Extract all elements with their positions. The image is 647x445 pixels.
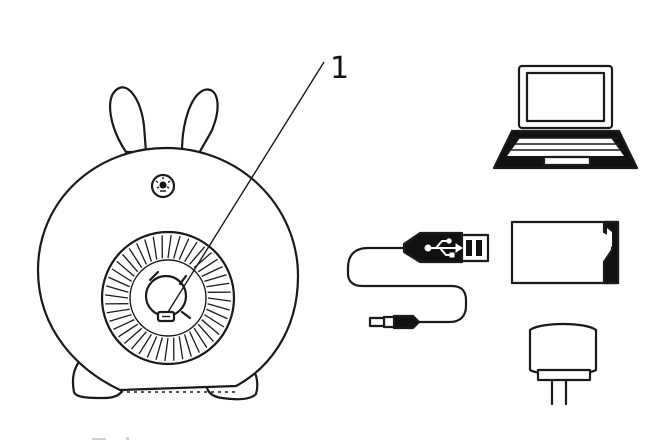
usb-cable bbox=[346, 231, 490, 330]
vent-slot bbox=[155, 337, 163, 361]
vent-slot bbox=[130, 331, 147, 350]
callout-1: 1 bbox=[167, 51, 349, 313]
vent-grille bbox=[100, 230, 236, 366]
vent-slot bbox=[122, 253, 139, 273]
vent-slot bbox=[138, 334, 152, 355]
vent-slot bbox=[167, 234, 172, 259]
laptop-icon bbox=[492, 64, 639, 170]
vent-slot bbox=[146, 336, 158, 358]
callout-number: 1 bbox=[330, 51, 349, 86]
vent-slot bbox=[123, 327, 143, 344]
vent-slot bbox=[189, 331, 200, 353]
vent-slot bbox=[173, 235, 181, 259]
vent-slot bbox=[193, 327, 208, 348]
vent-slot bbox=[204, 314, 225, 328]
vent-slot bbox=[113, 319, 135, 330]
vent-slot bbox=[204, 274, 227, 283]
vent-slot bbox=[201, 319, 220, 336]
vent-slot bbox=[111, 268, 132, 282]
vent-slot bbox=[184, 241, 198, 262]
callout-leader-line bbox=[167, 61, 325, 313]
vent-slot bbox=[197, 323, 214, 343]
vent-slot bbox=[106, 308, 130, 314]
vent-slot bbox=[206, 282, 230, 288]
vent-slot bbox=[104, 294, 129, 299]
right-ear bbox=[180, 88, 219, 158]
vent-slot bbox=[207, 303, 231, 311]
vent-slot bbox=[201, 266, 223, 277]
vent-slot bbox=[108, 276, 130, 288]
vent-slot bbox=[116, 260, 135, 277]
usb-a-plug bbox=[402, 231, 490, 264]
vent-slot bbox=[118, 323, 139, 338]
vent-slot bbox=[207, 297, 232, 302]
vent-slot bbox=[128, 248, 143, 269]
light-button-icon bbox=[150, 173, 176, 199]
power-bank-icon bbox=[510, 220, 620, 285]
micro-usb-port bbox=[156, 310, 176, 323]
wall-adapter-icon bbox=[528, 322, 598, 406]
vent-slot bbox=[206, 308, 228, 320]
micro-usb-plug bbox=[368, 314, 421, 330]
left-ear bbox=[109, 86, 148, 154]
rabbit-device bbox=[36, 86, 300, 401]
vent-slot bbox=[152, 236, 158, 260]
vent-slot bbox=[183, 334, 192, 357]
vent-slot bbox=[178, 336, 184, 360]
usb-symbol-icon bbox=[424, 238, 463, 258]
vent-slot bbox=[178, 238, 190, 260]
vent-slot bbox=[144, 239, 153, 262]
vent-slot bbox=[109, 313, 132, 322]
vent-slot bbox=[189, 246, 206, 265]
vent-slot bbox=[105, 285, 129, 293]
scan-artifact bbox=[92, 437, 129, 440]
vent-slot bbox=[197, 258, 218, 273]
vent-slot bbox=[136, 243, 147, 265]
vent-slot bbox=[164, 337, 169, 362]
